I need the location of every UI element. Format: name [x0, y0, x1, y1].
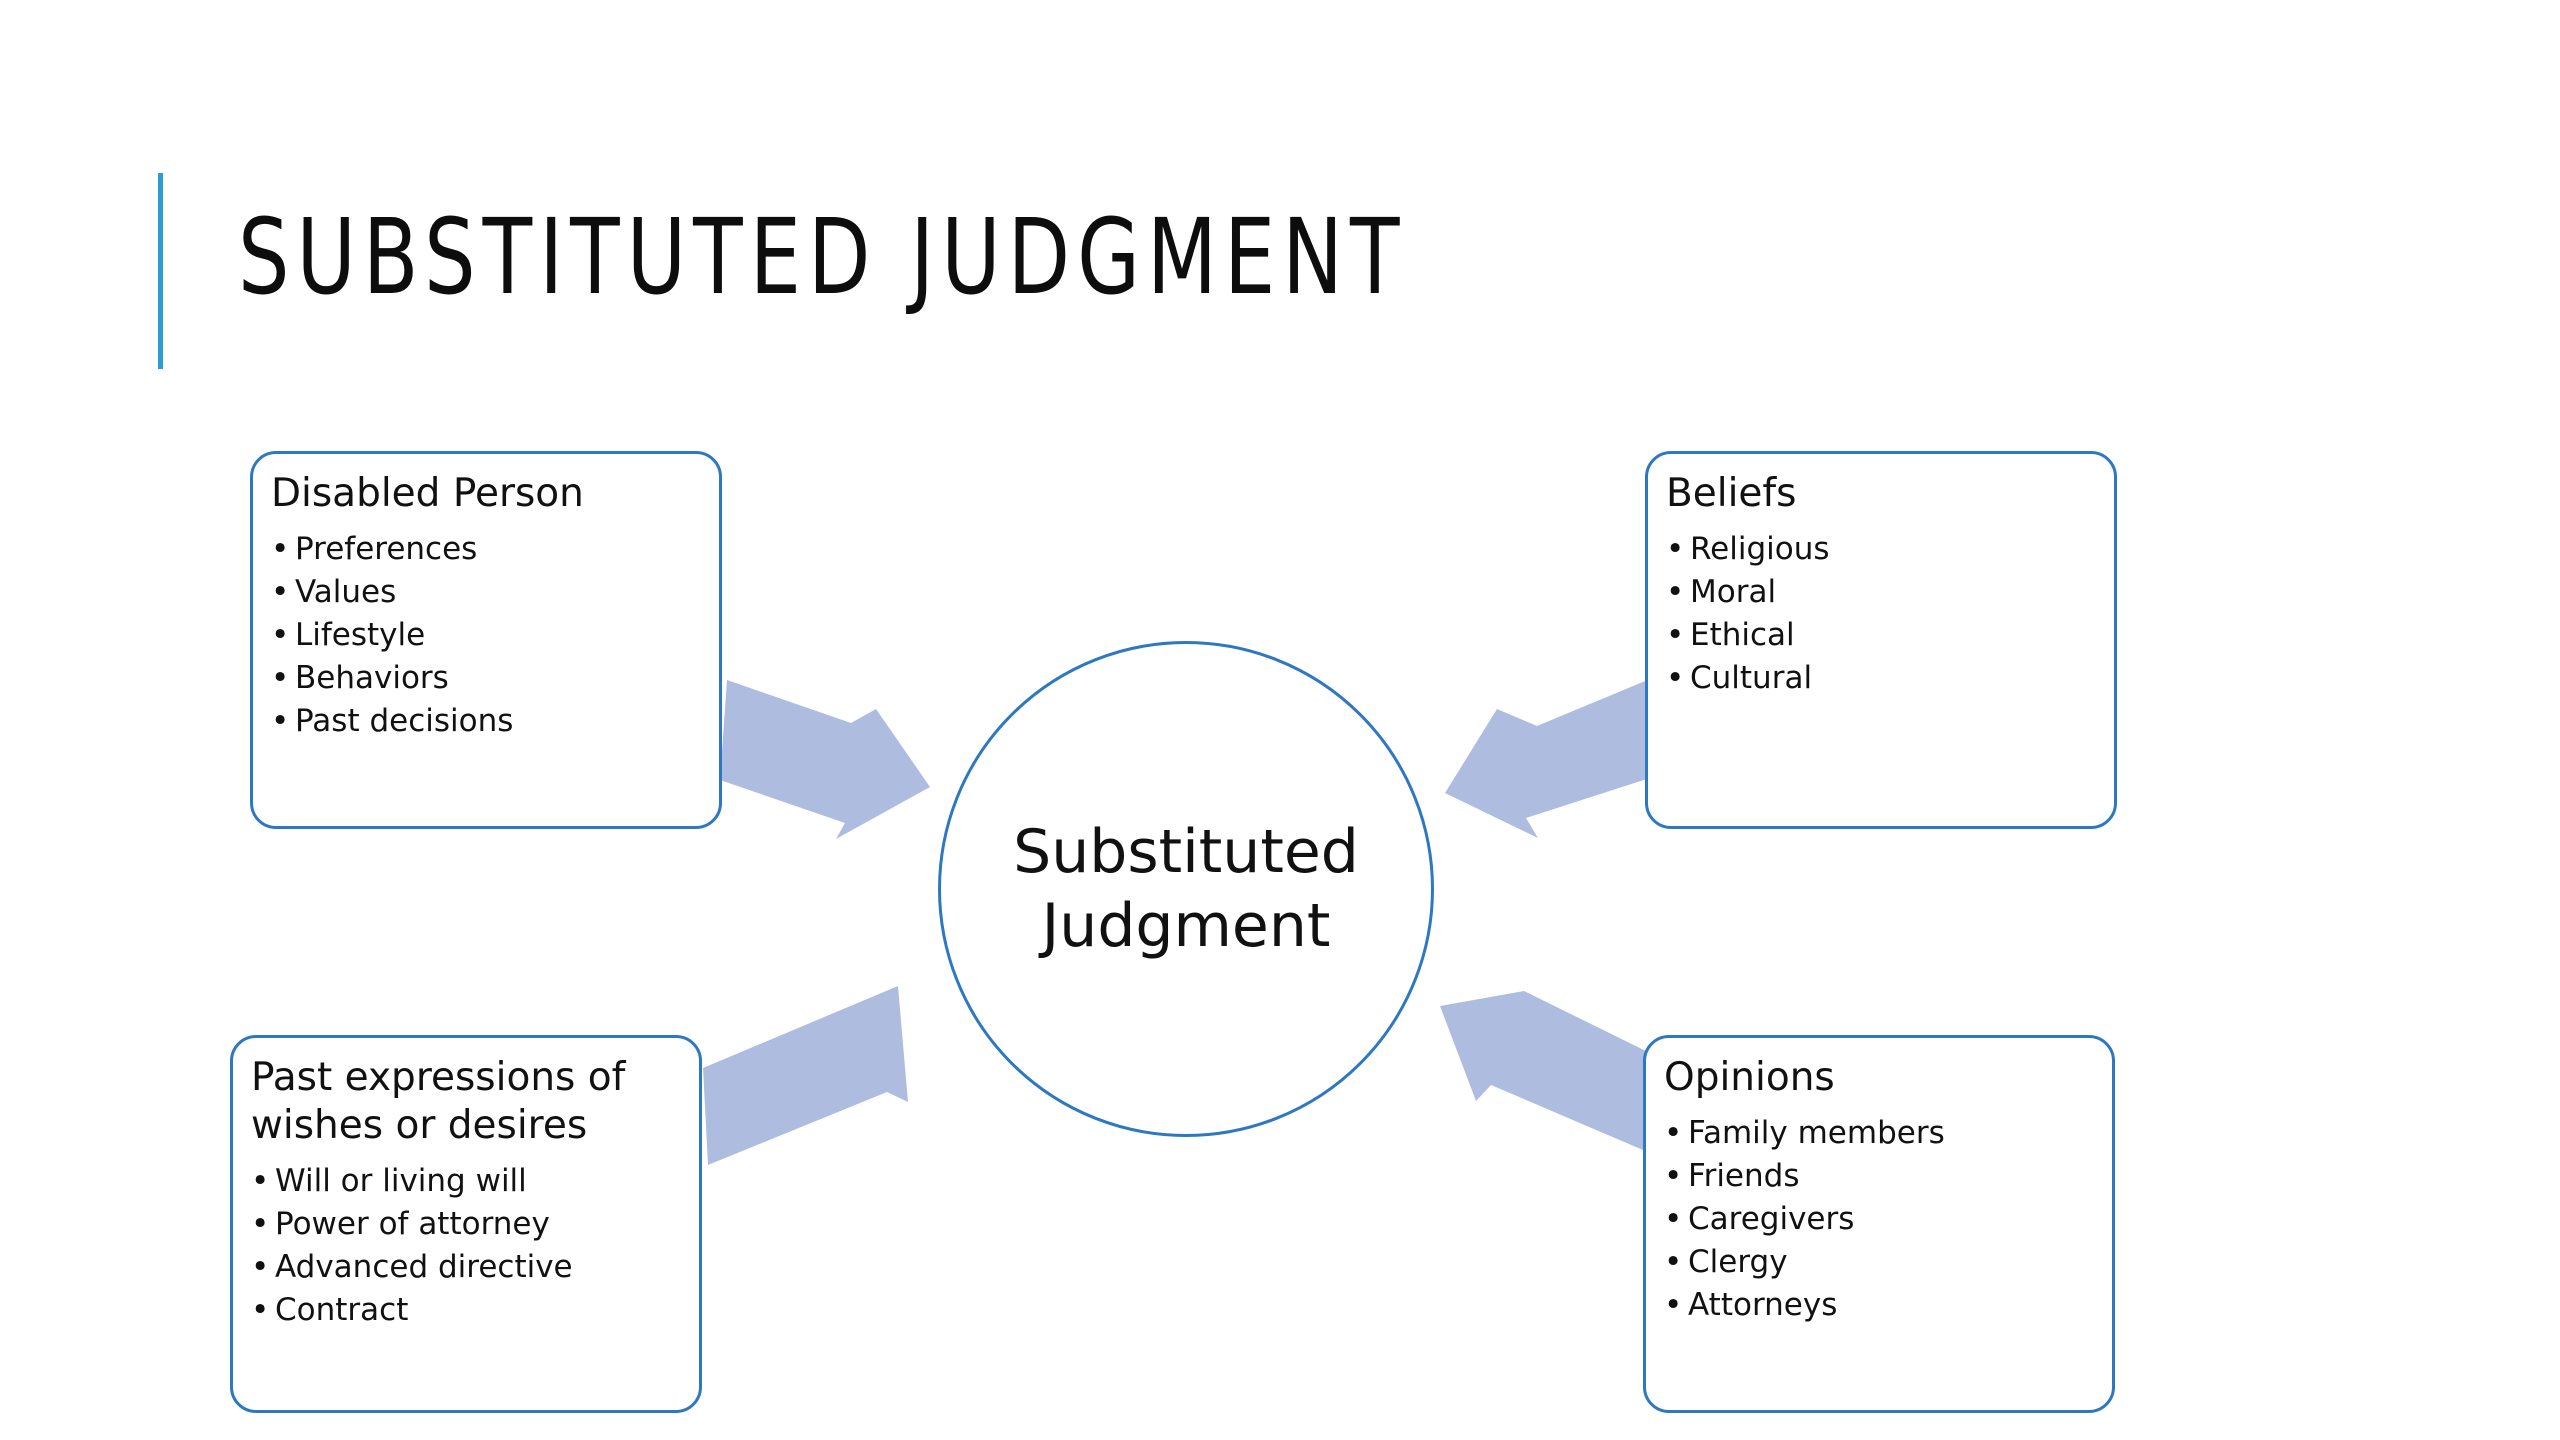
- arrow-from-disabled-person: [720, 680, 930, 839]
- list-item: Moral: [1666, 571, 2096, 614]
- center-circle: Substituted Judgment: [938, 641, 1434, 1137]
- opinions-heading: Opinions: [1664, 1055, 1835, 1100]
- list-item: Will or living will: [251, 1160, 681, 1203]
- list-item: Past decisions: [271, 700, 701, 743]
- slide-title: SUBSTITUTED JUDGMENT: [238, 196, 1407, 318]
- arrow-from-opinions: [1440, 991, 1650, 1153]
- past-expressions-list: Will or living will Power of attorney Ad…: [251, 1160, 681, 1332]
- beliefs-heading: Beliefs: [1666, 471, 1797, 516]
- past-expressions-heading: Past expressions of wishes or desires: [251, 1055, 626, 1148]
- list-item: Values: [271, 571, 701, 614]
- list-item: Contract: [251, 1289, 681, 1332]
- opinions-box: Opinions Family members Friends Caregive…: [1643, 1035, 2115, 1413]
- list-item: Religious: [1666, 528, 2096, 571]
- center-label: Substituted Judgment: [1013, 817, 1359, 961]
- list-item: Preferences: [271, 528, 701, 571]
- disabled-person-list: Preferences Values Lifestyle Behaviors P…: [271, 528, 701, 743]
- arrow-from-past-expressions: [703, 986, 908, 1165]
- list-item: Ethical: [1666, 614, 2096, 657]
- disabled-person-box: Disabled Person Preferences Values Lifes…: [250, 451, 722, 829]
- list-item: Lifestyle: [271, 614, 701, 657]
- past-expressions-box: Past expressions of wishes or desires Wi…: [230, 1035, 702, 1413]
- list-item: Cultural: [1666, 657, 2096, 700]
- list-item: Attorneys: [1664, 1284, 2094, 1327]
- disabled-person-heading: Disabled Person: [271, 471, 584, 516]
- title-accent-bar: [158, 173, 163, 369]
- list-item: Advanced directive: [251, 1246, 681, 1289]
- list-item: Caregivers: [1664, 1198, 2094, 1241]
- list-item: Behaviors: [271, 657, 701, 700]
- list-item: Family members: [1664, 1112, 2094, 1155]
- list-item: Friends: [1664, 1155, 2094, 1198]
- list-item: Clergy: [1664, 1241, 2094, 1284]
- list-item: Power of attorney: [251, 1203, 681, 1246]
- beliefs-box: Beliefs Religious Moral Ethical Cultural: [1645, 451, 2117, 829]
- arrow-from-beliefs: [1445, 679, 1650, 838]
- beliefs-list: Religious Moral Ethical Cultural: [1666, 528, 2096, 700]
- opinions-list: Family members Friends Caregivers Clergy…: [1664, 1112, 2094, 1327]
